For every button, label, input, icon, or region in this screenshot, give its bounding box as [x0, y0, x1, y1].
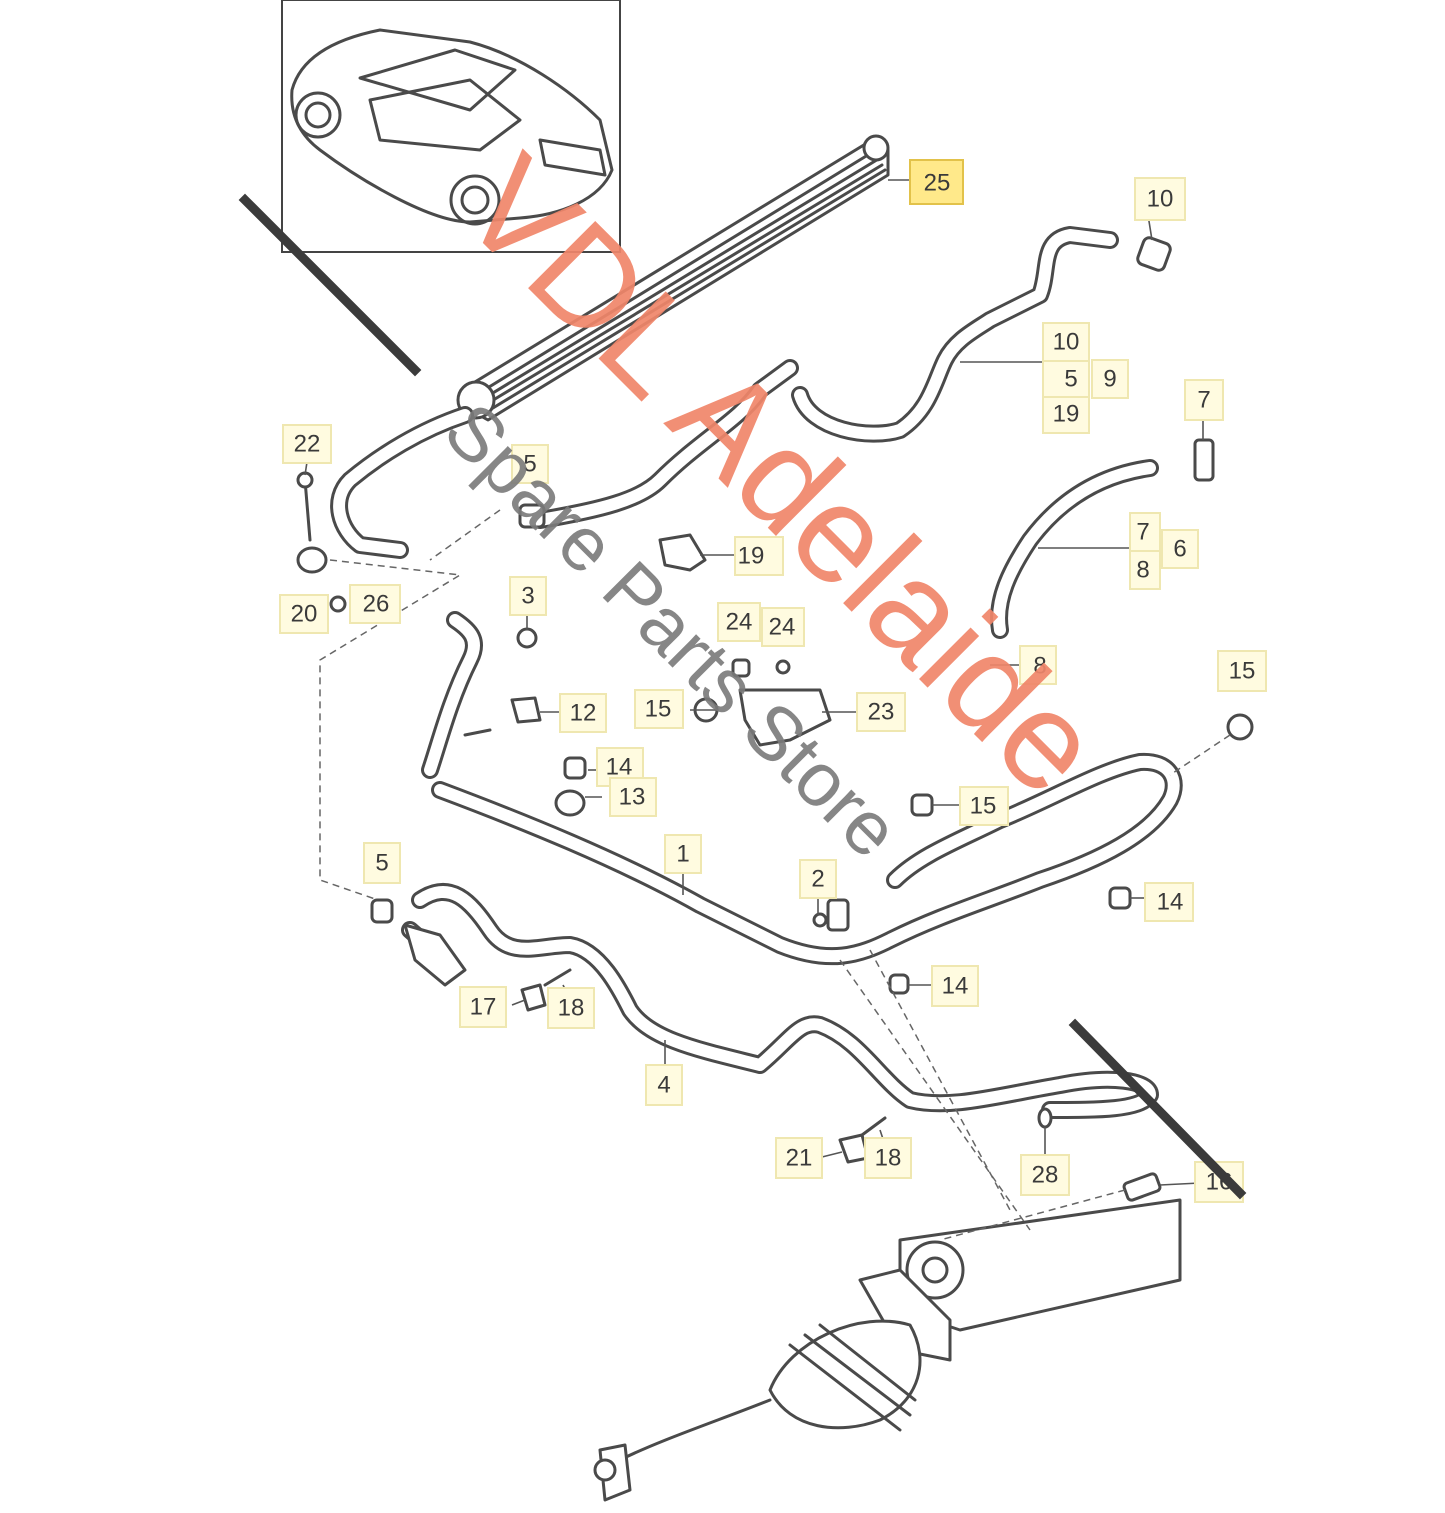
svg-text:4: 4 [657, 1072, 670, 1099]
svg-text:10: 10 [1147, 186, 1174, 213]
svg-text:18: 18 [558, 995, 585, 1022]
svg-text:3: 3 [521, 583, 534, 610]
svg-text:15: 15 [645, 696, 672, 723]
hose-lines [330, 226, 1183, 1119]
svg-text:6: 6 [1173, 536, 1186, 563]
label-26[interactable]: 26 [349, 584, 401, 624]
svg-text:5: 5 [523, 451, 536, 478]
label-24[interactable]: 24 [717, 602, 761, 642]
label-5[interactable]: 5 [1042, 360, 1090, 398]
label-19[interactable]: 19 [734, 536, 784, 576]
small-parts [296, 236, 1254, 1202]
label-1[interactable]: 1 [664, 834, 702, 874]
label-2[interactable]: 2 [799, 859, 837, 899]
svg-text:8: 8 [1136, 557, 1149, 584]
label-12[interactable]: 12 [559, 693, 607, 733]
svg-text:5: 5 [375, 850, 388, 877]
label-5[interactable]: 5 [363, 842, 401, 884]
label-7[interactable]: 7 [1184, 379, 1224, 421]
label-22[interactable]: 22 [282, 424, 332, 464]
leader-lines [304, 179, 1204, 1186]
svg-text:18: 18 [875, 1145, 902, 1172]
label-10[interactable]: 10 [1042, 322, 1090, 362]
svg-text:13: 13 [619, 784, 646, 811]
svg-text:7: 7 [1136, 519, 1149, 546]
dashed-leaders [319, 509, 1231, 1241]
svg-text:7: 7 [1197, 387, 1210, 414]
svg-text:5: 5 [1064, 366, 1077, 393]
label-25[interactable]: 25 [909, 159, 964, 205]
svg-text:17: 17 [470, 994, 497, 1021]
label-18[interactable]: 18 [864, 1137, 912, 1179]
svg-text:20: 20 [291, 601, 318, 628]
label-13[interactable]: 13 [609, 777, 657, 817]
svg-text:19: 19 [1053, 401, 1080, 428]
watermark-slashes [238, 193, 1247, 1200]
label-19[interactable]: 19 [1042, 396, 1090, 434]
label-15[interactable]: 15 [1217, 650, 1267, 692]
label-15[interactable]: 15 [634, 689, 684, 729]
label-14[interactable]: 14 [931, 965, 979, 1007]
steering-rack [593, 1198, 1182, 1502]
svg-text:21: 21 [786, 1145, 813, 1172]
svg-text:14: 14 [1157, 889, 1184, 916]
svg-text:19: 19 [738, 543, 765, 570]
svg-text:23: 23 [868, 699, 895, 726]
svg-text:14: 14 [606, 754, 633, 781]
label-7[interactable]: 7 [1129, 512, 1161, 552]
label-20[interactable]: 20 [279, 594, 329, 634]
label-18[interactable]: 18 [547, 987, 595, 1029]
label-23[interactable]: 23 [856, 692, 906, 732]
svg-text:12: 12 [570, 700, 597, 727]
vehicle-inset [281, 0, 621, 253]
label-8[interactable]: 8 [1019, 645, 1057, 685]
label-15[interactable]: 15 [959, 786, 1009, 826]
svg-text:22: 22 [294, 431, 321, 458]
label-9[interactable]: 9 [1091, 359, 1129, 399]
svg-text:8: 8 [1033, 653, 1046, 680]
label-17[interactable]: 17 [459, 986, 507, 1028]
label-28[interactable]: 28 [1020, 1154, 1070, 1196]
svg-text:24: 24 [726, 609, 753, 636]
svg-text:24: 24 [769, 614, 796, 641]
svg-text:10: 10 [1053, 329, 1080, 356]
svg-text:15: 15 [970, 793, 997, 820]
svg-text:14: 14 [942, 973, 969, 1000]
label-21[interactable]: 21 [775, 1137, 823, 1179]
svg-text:28: 28 [1032, 1162, 1059, 1189]
svg-text:1: 1 [676, 841, 689, 868]
label-14[interactable]: 14 [1144, 882, 1194, 922]
label-6[interactable]: 6 [1161, 529, 1199, 569]
label-24[interactable]: 24 [761, 607, 805, 647]
svg-text:15: 15 [1229, 658, 1256, 685]
label-5[interactable]: 5 [511, 444, 549, 484]
svg-text:9: 9 [1103, 366, 1116, 393]
label-10[interactable]: 10 [1134, 177, 1186, 221]
label-4[interactable]: 4 [645, 1064, 683, 1106]
oil-cooler [456, 134, 890, 422]
svg-text:2: 2 [811, 866, 824, 893]
svg-text:25: 25 [924, 170, 951, 197]
label-3[interactable]: 3 [509, 576, 547, 616]
svg-text:26: 26 [363, 591, 390, 618]
label-8[interactable]: 8 [1129, 550, 1161, 590]
